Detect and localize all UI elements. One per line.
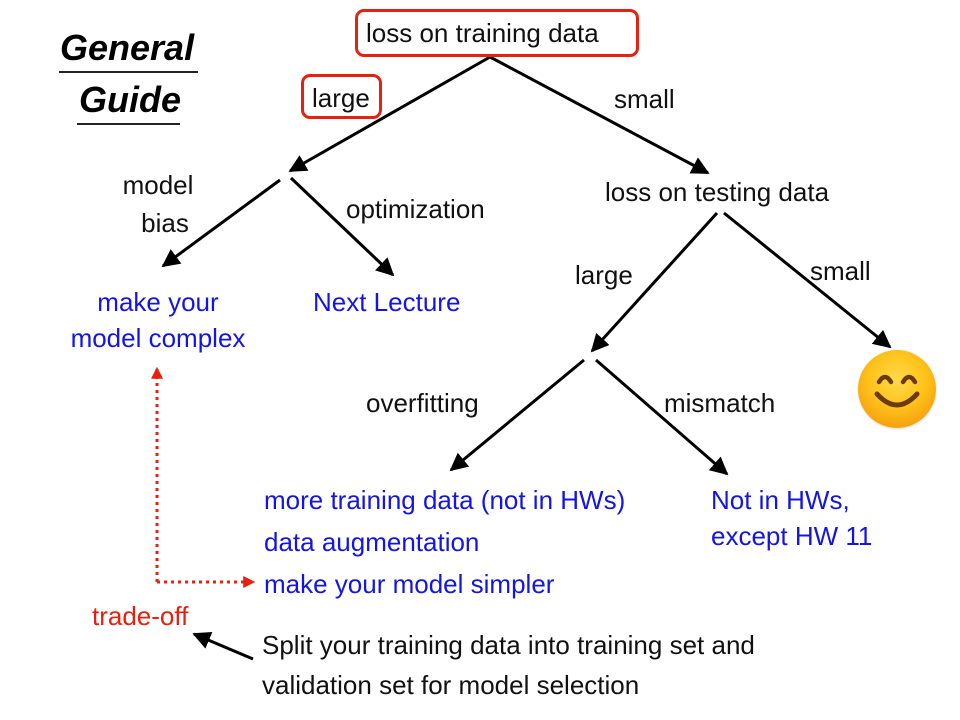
model-bias-line1: model [122,170,194,200]
training-large-label: large [312,83,370,113]
arrow-to-mismatch [595,358,729,476]
testing-small-label: small [810,256,871,286]
overfitting-action-more-data: more training data (not in HWs) [264,485,626,515]
title-underline-1 [59,71,198,73]
arrow-to-overfitting [449,358,585,472]
mismatch-action-line2: except HW 11 [711,521,873,551]
testing-node-label: loss on testing data [605,177,830,207]
model-complex-line1: make your [97,287,219,317]
tradeoff-label: trade-off [92,601,189,631]
model-bias-line2: bias [141,208,189,238]
mismatch-label: mismatch [664,388,776,418]
mismatch-action-line1: Not in HWs, [711,485,850,515]
root-node-highlight [355,9,639,57]
title-general: General [60,27,195,68]
model-complex-line2: model complex [70,323,246,353]
optimization-label: optimization [346,194,485,224]
root-node-label: loss on training data [366,18,599,48]
arrow-note-to-tradeoff [192,632,254,661]
title-guide: Guide [79,79,182,120]
overfitting-action-augmentation: data augmentation [264,527,480,557]
arrow-testing-to-small [723,211,892,349]
training-small-label: small [614,84,675,114]
smiling-face-emoji-icon [858,350,936,428]
arrow-root-to-large [288,55,491,173]
arrow-to-optimization [289,176,395,277]
arrow-to-model-bias [161,178,281,268]
large-branch-highlight [301,74,382,119]
arrow-testing-to-large [590,211,719,353]
tradeoff-note-line2: validation set for model selection [262,670,640,700]
smile-face-features [874,374,920,408]
model-complex-action: make your model complex [52,289,264,351]
arrow-root-to-small [489,55,710,175]
next-lecture-action: Next Lecture [313,287,461,317]
overfitting-label: overfitting [366,388,479,418]
testing-large-label: large [575,260,633,290]
model-bias-label: model bias [108,172,208,236]
title-underline-2 [77,123,180,125]
overfitting-action-simpler-model: make your model simpler [264,569,555,599]
tradeoff-note-line1: Split your training data into training s… [262,630,755,660]
